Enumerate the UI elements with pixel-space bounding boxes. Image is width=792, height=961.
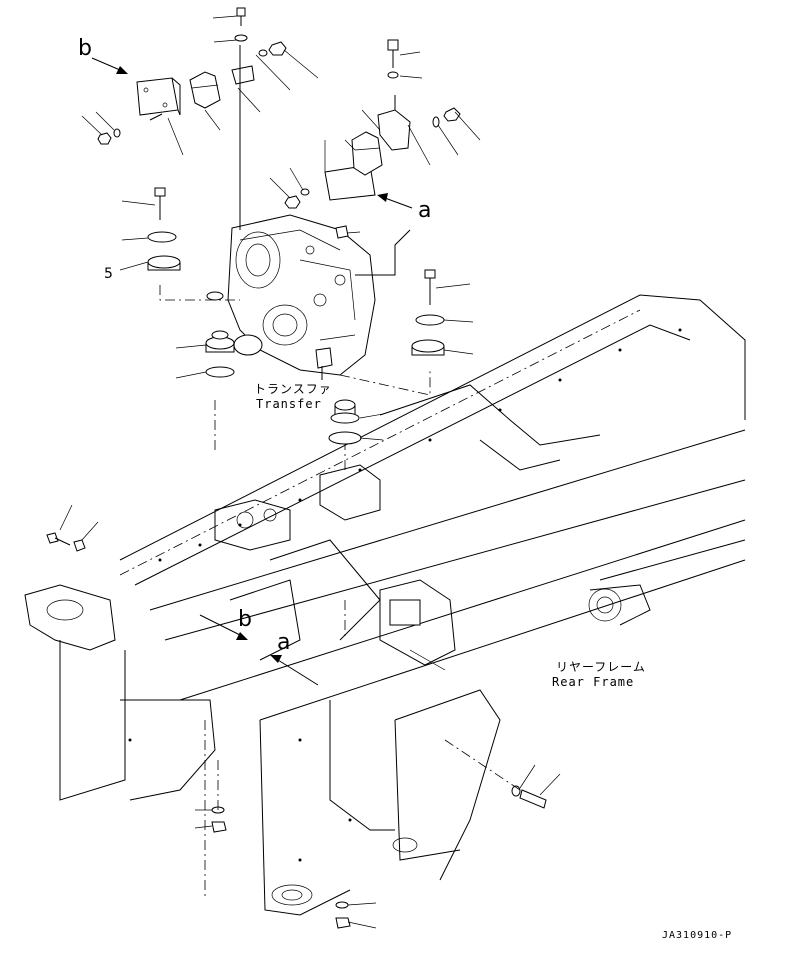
callout-b-top: b [78, 36, 92, 61]
mount-bracket-right [324, 95, 411, 201]
callout-a-top: a [418, 198, 432, 223]
transfer-label-en: Transfer [256, 397, 322, 411]
view-arrow-a-frame [270, 655, 319, 686]
transfer-case [159, 205, 431, 470]
callout-a-frame: a [277, 630, 291, 655]
leader-lines [59, 15, 561, 929]
rear-frame-label-en: Rear Frame [552, 675, 635, 689]
mount-hardware-right [328, 269, 445, 445]
document-id: JA310910-P [662, 930, 733, 941]
rear-frame-label-jp: リヤーフレーム [556, 660, 646, 674]
view-arrow-b-top [91, 57, 128, 74]
view-arrow-a-top [377, 193, 413, 209]
item-number-5: 5 [104, 266, 113, 282]
view-arrow-b-frame [199, 614, 248, 640]
rear-frame [24, 294, 746, 916]
hardware-top-left [97, 7, 287, 145]
mount-bracket-left [136, 45, 255, 230]
mount-hardware-left [147, 187, 235, 378]
hardware-top-right [284, 39, 461, 239]
callout-b-frame: b [238, 607, 252, 632]
transfer-label-jp: トランスファ [254, 382, 332, 396]
frame-hardware [46, 532, 547, 929]
